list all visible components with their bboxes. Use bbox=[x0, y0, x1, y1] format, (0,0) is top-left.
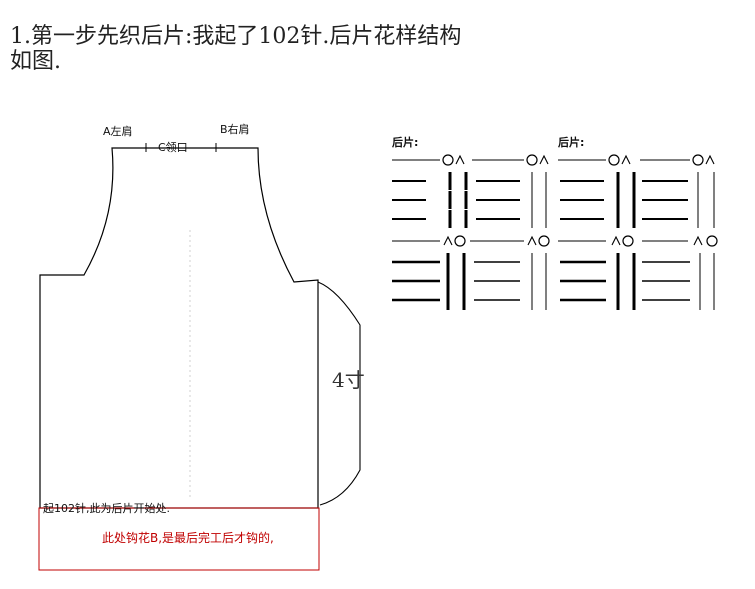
start-label: 起102针,此为后片开始处. bbox=[43, 502, 170, 515]
chart-heading-left: 后片: bbox=[392, 136, 419, 149]
chart-row-1 bbox=[392, 154, 715, 166]
right-shoulder-label: B右肩 bbox=[220, 123, 250, 136]
chart-row-5 bbox=[392, 235, 718, 247]
page-title: 1.第一步先织后片:我起了102针.后片花样结构 如图. bbox=[10, 24, 610, 74]
title-line-2: 如图. bbox=[10, 49, 61, 74]
title-line-1: 1.第一步先织后片:我起了102针.后片花样结构 bbox=[10, 24, 462, 49]
chart-rows-6-8 bbox=[392, 253, 715, 310]
measure-label: 4寸 bbox=[332, 368, 365, 392]
stitch-chart bbox=[392, 154, 718, 310]
measure-bracket bbox=[317, 281, 361, 506]
neckline-label: C领口 bbox=[158, 141, 188, 154]
hem-note: 此处钩花B,是最后完工后才钩的, bbox=[102, 531, 274, 545]
chart-heading-right: 后片: bbox=[558, 136, 585, 149]
left-shoulder-label: A左肩 bbox=[103, 125, 133, 138]
back-piece-outline bbox=[39, 147, 319, 509]
chart-rows-2-4 bbox=[392, 172, 715, 228]
hem-border-box bbox=[38, 507, 320, 571]
